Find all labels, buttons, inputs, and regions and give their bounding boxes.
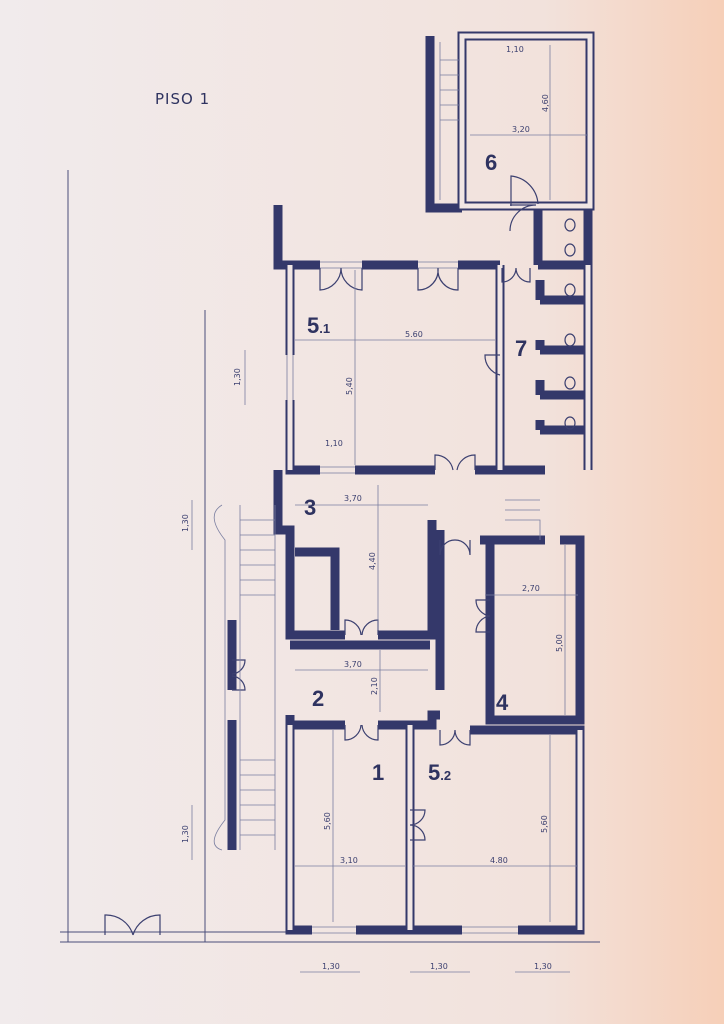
dim-left-upper: 1,30 xyxy=(233,368,242,386)
room-label-3: 3 xyxy=(304,495,316,520)
dim-r3-height: 4,40 xyxy=(368,552,377,570)
walls xyxy=(227,31,595,935)
dim-r51-height: 5,40 xyxy=(345,377,354,395)
room-label-7: 7 xyxy=(515,336,527,361)
dim-r51-window: 1,10 xyxy=(325,439,343,448)
dim-r51-width: 5.60 xyxy=(405,330,423,339)
windows xyxy=(286,261,518,934)
plan-title: PISO 1 xyxy=(155,90,210,108)
room-labels: 6 5.1 7 3 2 4 1 5.2 xyxy=(304,150,527,785)
dim-r6-height: 4,60 xyxy=(541,94,550,112)
room-label-4: 4 xyxy=(496,690,509,715)
dimension-lines xyxy=(191,45,588,973)
room-label-2: 2 xyxy=(312,686,324,711)
site-lines xyxy=(60,170,600,943)
room-label-1: 1 xyxy=(372,760,384,785)
dim-r2-height: 2,10 xyxy=(370,677,379,695)
room-label-5-1: 5.1 xyxy=(307,313,330,338)
doors xyxy=(104,175,539,936)
dim-r1-width: 3,10 xyxy=(340,856,358,865)
dim-r4-width: 2,70 xyxy=(522,584,540,593)
dim-r2-width: 3,70 xyxy=(344,660,362,669)
dimension-labels: 1,10 4,60 3,20 5.60 5,40 1,10 1,30 3,70 … xyxy=(181,45,564,971)
dim-left-mid: 1,30 xyxy=(181,514,190,532)
dim-bottom-2: 1,30 xyxy=(430,962,448,971)
toilets xyxy=(564,218,576,430)
dim-left-lower: 1,30 xyxy=(181,825,190,843)
dim-bottom-1: 1,30 xyxy=(322,962,340,971)
staircase-left xyxy=(213,504,276,851)
dim-r3-width: 3,70 xyxy=(344,494,362,503)
dim-r52-width: 4.80 xyxy=(490,856,508,865)
dim-r4-height: 5,00 xyxy=(555,634,564,652)
staircase-top xyxy=(439,42,541,540)
dim-r1-height: 5,60 xyxy=(323,812,332,830)
dim-r6-width: 3,20 xyxy=(512,125,530,134)
dim-bottom-3: 1,30 xyxy=(534,962,552,971)
dim-r52-height: 5,60 xyxy=(540,815,549,833)
room-label-5-2: 5.2 xyxy=(428,760,451,785)
dim-r6-door: 1,10 xyxy=(506,45,524,54)
room-label-6: 6 xyxy=(485,150,497,175)
